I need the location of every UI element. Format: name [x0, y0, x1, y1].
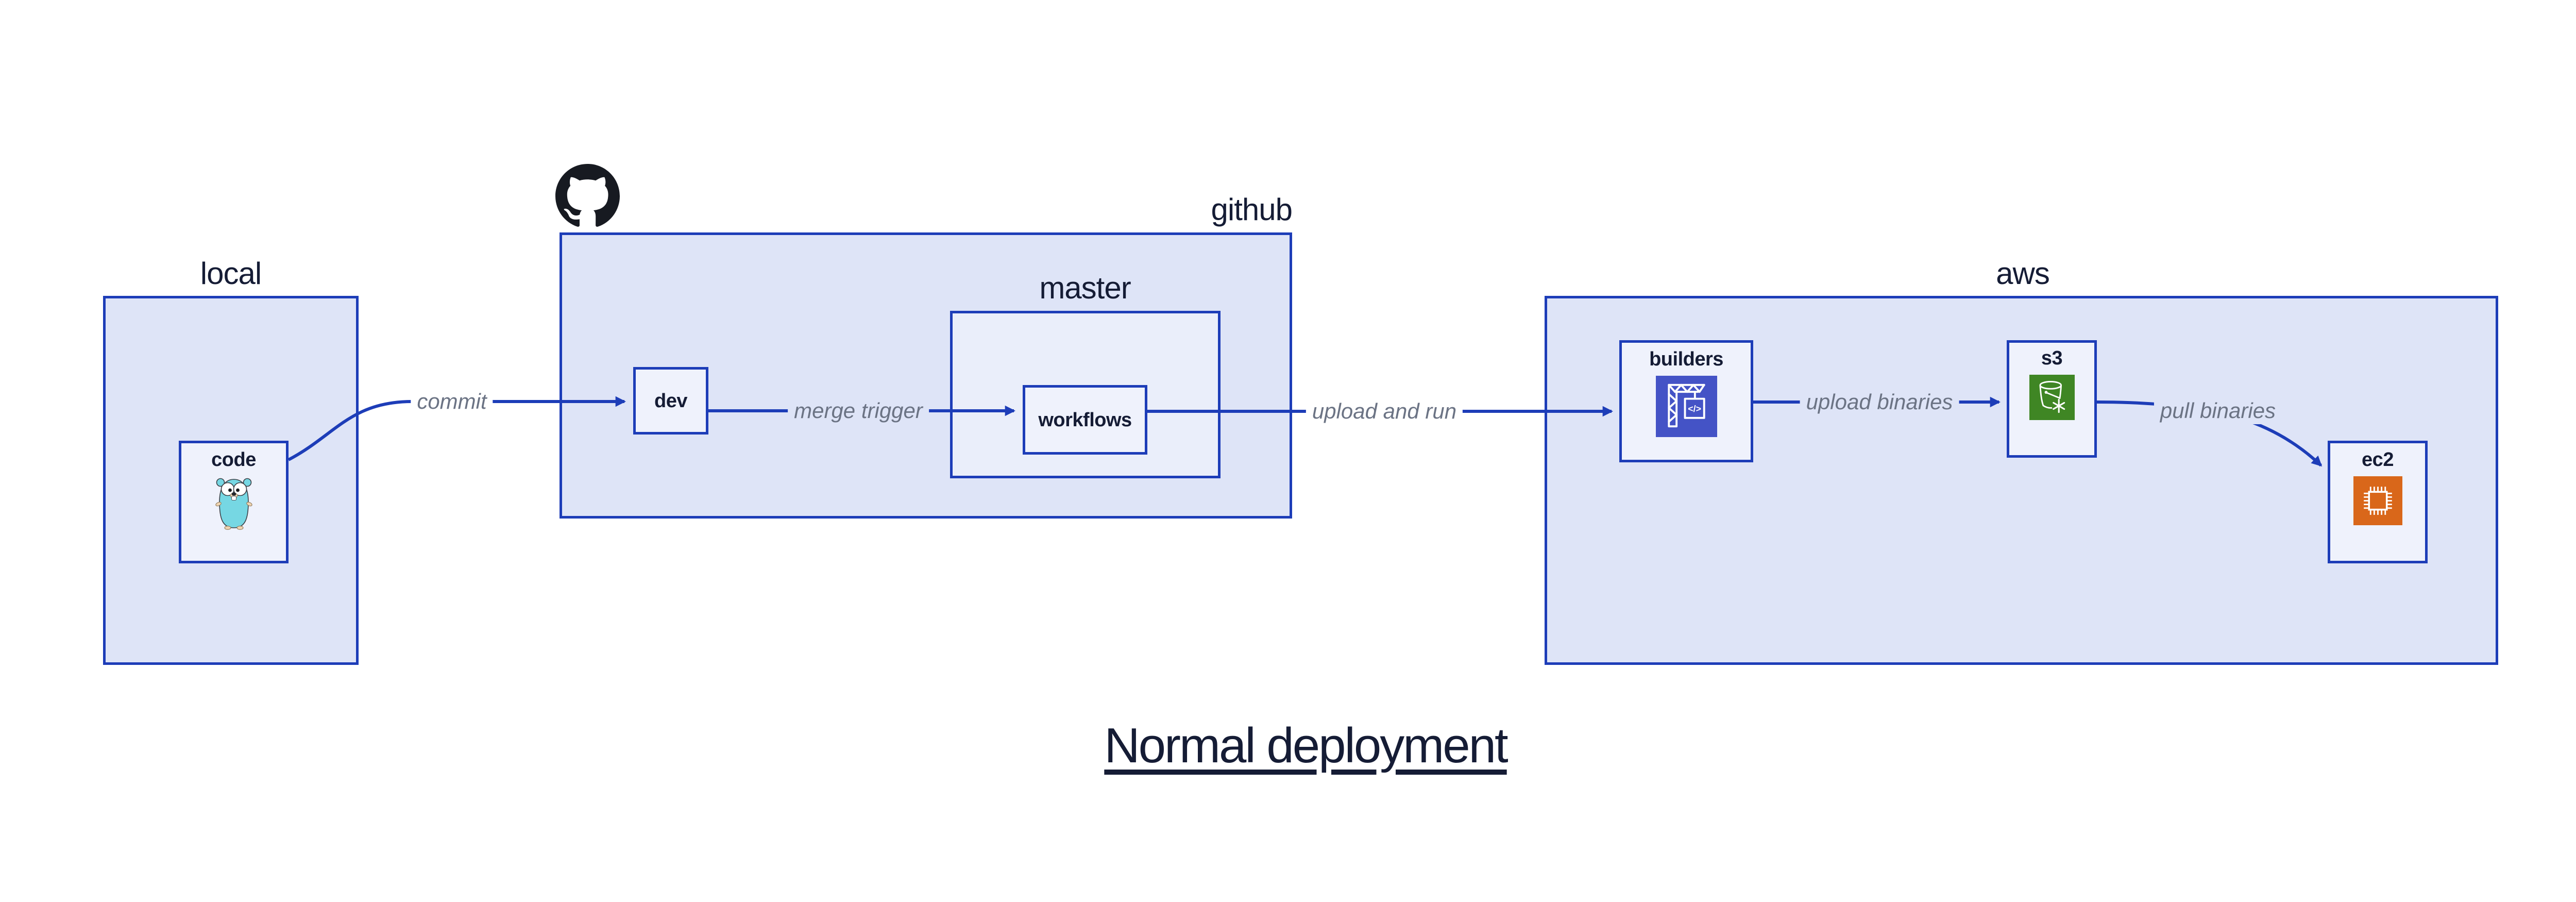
aws-s3-bucket-icon — [2029, 375, 2075, 420]
workflows-node: workflows — [1023, 385, 1147, 455]
merge-trigger-edge-label: merge trigger — [788, 397, 929, 424]
github-section-title: github — [1211, 192, 1293, 227]
go-gopher-icon — [215, 478, 252, 530]
commit-edge-label: commit — [411, 388, 493, 415]
s3-node-label: s3 — [2041, 347, 2063, 369]
s3-node: s3 — [2007, 340, 2097, 458]
pull-binaries-edge-label: pull binaries — [2154, 397, 2282, 424]
aws-section-title: aws — [1996, 256, 2050, 291]
aws-codebuild-icon: </> — [1655, 376, 1717, 437]
upload-binaries-edge-label: upload binaries — [1800, 389, 1959, 415]
ec2-node: ec2 — [2328, 441, 2428, 563]
workflows-node-label: workflows — [1038, 409, 1132, 431]
codebuild-code-glyph: </> — [1688, 404, 1701, 414]
code-node: code — [179, 441, 289, 563]
github-octocat-icon — [555, 164, 620, 227]
builders-node-label: builders — [1649, 348, 1723, 370]
code-node-label: code — [211, 449, 256, 471]
diagram-title: Normal deployment — [1104, 718, 1508, 773]
builders-node: builders </> — [1619, 340, 1753, 462]
ec2-node-label: ec2 — [2362, 449, 2394, 471]
local-section-title: local — [200, 256, 262, 291]
dev-node-label: dev — [654, 390, 687, 412]
upload-and-run-edge-label: upload and run — [1306, 398, 1463, 425]
master-branch-title: master — [1039, 271, 1131, 305]
aws-ec2-chip-icon — [2353, 476, 2402, 525]
dev-node: dev — [633, 367, 708, 435]
snowflake-icon — [2052, 398, 2065, 413]
